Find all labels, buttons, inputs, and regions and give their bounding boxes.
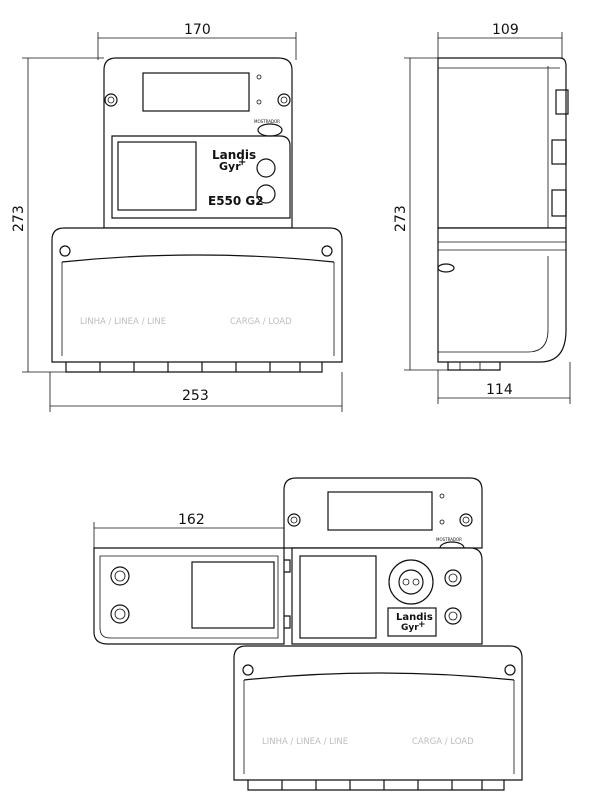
open-cover-hole-bottom bbox=[110, 604, 130, 624]
side-clip-3 bbox=[551, 189, 567, 217]
open-mostrador-label: MOSTRADOR bbox=[436, 537, 462, 542]
open-brand-plus: + bbox=[418, 620, 426, 630]
open-cover-hole-top bbox=[110, 566, 130, 586]
dim-front-height: 273 bbox=[11, 205, 27, 232]
front-upper-housing bbox=[103, 57, 293, 229]
open-brand-line2: Gyr bbox=[401, 623, 419, 633]
front-line-label: LINHA / LINEA / LINE bbox=[80, 317, 166, 327]
open-led-bottom bbox=[439, 519, 445, 525]
open-terminal-screw-left bbox=[242, 664, 254, 676]
dim-front-base-width: 253 bbox=[182, 388, 209, 404]
dim-side-height: 273 bbox=[393, 205, 409, 232]
front-screw-right-inner bbox=[280, 96, 288, 104]
front-round-button-1 bbox=[256, 158, 276, 178]
front-dimensions: 170 273 253 bbox=[11, 22, 343, 412]
side-dimensions: 109 273 114 bbox=[393, 22, 571, 404]
side-view bbox=[437, 57, 569, 371]
front-screw-left-inner bbox=[107, 96, 115, 104]
front-terminal-screw-right bbox=[321, 245, 333, 257]
open-terminal-block bbox=[233, 645, 523, 781]
side-terminal-knob bbox=[437, 263, 455, 273]
open-screw-left bbox=[287, 513, 301, 527]
open-load-label: CARGA / LOAD bbox=[412, 737, 474, 747]
open-inner-panel bbox=[291, 547, 483, 645]
open-dimensions: 162 bbox=[93, 512, 285, 548]
front-view: MOSTRADOR Landis Gyr + E550 G2 LINHA / L… bbox=[51, 57, 343, 373]
dim-side-depth-top: 109 bbox=[492, 22, 519, 38]
open-cover-left bbox=[93, 547, 285, 645]
open-cover-window bbox=[191, 561, 275, 629]
front-round-button-2 bbox=[256, 184, 276, 204]
open-brand-line1: Landis bbox=[396, 612, 433, 623]
front-screw-right bbox=[277, 93, 291, 107]
open-round-button-1 bbox=[444, 569, 462, 587]
open-inner-window bbox=[299, 555, 377, 639]
dim-front-width: 170 bbox=[184, 22, 211, 38]
open-round-button-2 bbox=[444, 607, 462, 625]
front-label-window bbox=[117, 141, 197, 211]
front-terminal-screw-left bbox=[59, 245, 71, 257]
open-screw-right bbox=[459, 513, 473, 527]
open-line-label: LINHA / LINEA / LINE bbox=[262, 737, 348, 747]
side-lower-body bbox=[437, 227, 567, 363]
front-brand-plus: + bbox=[238, 157, 246, 168]
open-view: MOSTRADOR Landis Gyr + LINHA / LINEA / L… bbox=[93, 477, 523, 791]
front-led-bottom bbox=[256, 99, 262, 105]
dim-side-depth-bottom: 114 bbox=[486, 382, 513, 398]
front-inner-cover bbox=[111, 135, 291, 219]
front-terminal-curve bbox=[61, 254, 335, 263]
front-led-top bbox=[256, 74, 262, 80]
dim-open-cover-width: 162 bbox=[178, 512, 205, 528]
front-brand-line2: Gyr bbox=[219, 160, 241, 173]
front-display bbox=[142, 72, 250, 112]
side-clip-1 bbox=[555, 89, 569, 115]
open-led-top bbox=[439, 493, 445, 499]
front-mostrador-label: MOSTRADOR bbox=[254, 119, 280, 124]
front-model-label: E550 G2 bbox=[208, 194, 264, 208]
front-screw-left bbox=[104, 93, 118, 107]
open-terminal-screw-right bbox=[504, 664, 516, 676]
side-upper-body bbox=[437, 57, 567, 229]
open-display bbox=[327, 491, 433, 531]
side-clip-2 bbox=[551, 139, 567, 165]
front-bottom-tabs bbox=[65, 362, 323, 373]
open-brand-plate bbox=[387, 607, 437, 637]
front-terminal-block bbox=[51, 227, 343, 363]
front-brand-line1: Landis bbox=[212, 148, 256, 162]
open-optical-port bbox=[388, 559, 434, 605]
front-load-label: CARGA / LOAD bbox=[230, 317, 292, 327]
